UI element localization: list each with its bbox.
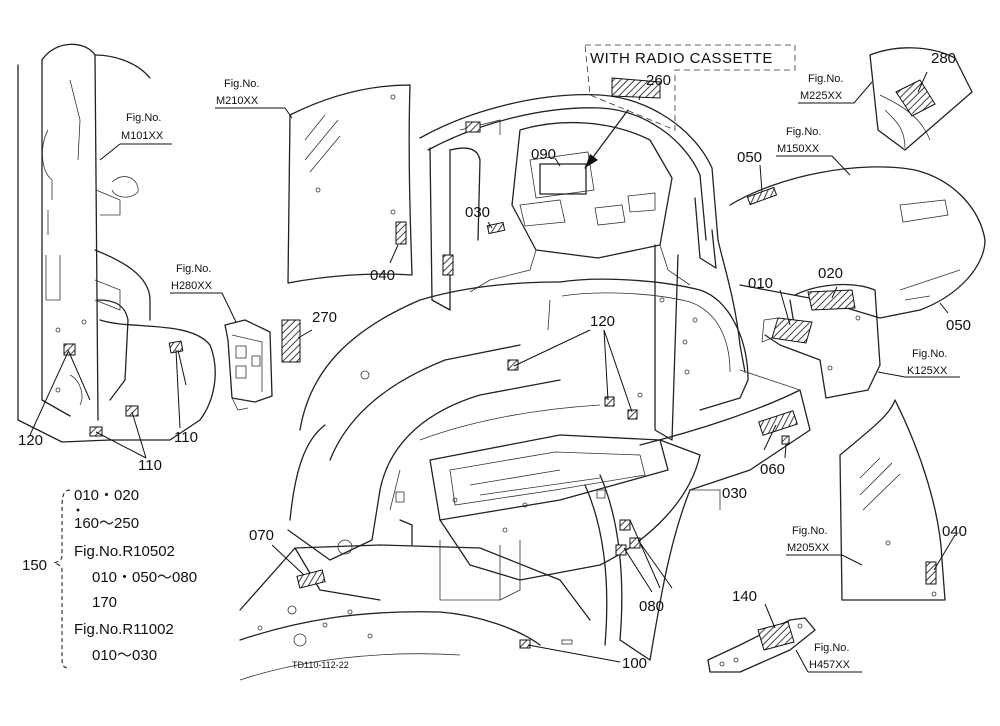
part-040-right: 040 [942, 523, 967, 540]
legend-number: 150 [22, 557, 47, 574]
drawing-code: TD110-112-22 [292, 660, 349, 670]
part-140: 140 [732, 588, 757, 605]
fig-m210-label: Fig.No. [224, 78, 259, 90]
bracket-140 [707, 617, 816, 673]
legend-line-7: 010～030 [92, 647, 157, 664]
part-numbers: 280 260 090 050 030 040 270 020 010 050 … [18, 50, 971, 672]
radio-cassette-box: WITH RADIO CASSETTE [584, 44, 796, 131]
part-070: 070 [249, 527, 274, 544]
part-120-center: 120 [590, 313, 615, 330]
part-110-upper: 110 [174, 429, 198, 446]
fig-k125-value: K125XX [907, 365, 948, 377]
legend-dot [76, 508, 80, 512]
legend-line-6: Fig.No.R11002 [74, 621, 174, 638]
fig-m225-label: Fig.No. [808, 73, 843, 85]
part-100: 100 [622, 655, 647, 672]
part-030-right: 030 [722, 485, 747, 502]
fig-h457-value: H457XX [809, 659, 851, 671]
fig-m205-label: Fig.No. [792, 525, 827, 537]
part-270: 270 [312, 309, 337, 326]
part-280: 280 [931, 50, 956, 67]
rear-glass-left [287, 84, 413, 284]
part-260: 260 [646, 72, 671, 89]
console-box [761, 283, 881, 399]
cabin-frame [239, 77, 811, 681]
fig-m205-value: M205XX [787, 542, 830, 554]
part-120-left: 120 [18, 432, 43, 449]
right-roof-cover [729, 166, 986, 319]
seal-assembly [224, 319, 301, 411]
part-110-lower: 110 [138, 457, 162, 474]
legend-line-2: 160～250 [74, 515, 139, 532]
legend-line-3: Fig.No.R10502 [74, 543, 175, 560]
figure-references: Fig.No. M101XX Fig.No. M210XX Fig.No. H2… [121, 73, 948, 671]
fig-m210-value: M210XX [216, 95, 259, 107]
part-050-right: 050 [946, 317, 971, 334]
part-050-top: 050 [737, 149, 762, 166]
part-090: 090 [531, 146, 556, 163]
fig-k125-label: Fig.No. [912, 348, 947, 360]
part-060: 060 [760, 461, 785, 478]
fig-m101-label: Fig.No. [126, 112, 161, 124]
door-glass-right [839, 399, 946, 601]
fig-h280-value: H280XX [171, 280, 213, 292]
legend-line-1: 010・020 [74, 487, 139, 504]
part-010: 010 [748, 275, 773, 292]
rear-glass-right [869, 47, 973, 151]
fig-h457-label: Fig.No. [814, 642, 849, 654]
part-080: 080 [639, 598, 664, 615]
legend-block: 150 010・020 160～250 Fig.No.R10502 010・05… [22, 487, 197, 664]
fig-m101-value: M101XX [121, 130, 164, 142]
legend-line-4: 010・050～080 [92, 569, 197, 586]
fig-m150-value: M150XX [777, 143, 820, 155]
leader-lines [29, 71, 960, 673]
part-030-top: 030 [465, 204, 490, 221]
part-040-left: 040 [370, 267, 395, 284]
fig-m225-value: M225XX [800, 90, 843, 102]
part-020: 020 [818, 265, 843, 282]
fig-h280-label: Fig.No. [176, 263, 211, 275]
legend-line-5: 170 [92, 594, 117, 611]
left-pillar-detail [17, 43, 216, 443]
fig-m150-label: Fig.No. [786, 126, 821, 138]
title-box-text: WITH RADIO CASSETTE [590, 50, 773, 67]
